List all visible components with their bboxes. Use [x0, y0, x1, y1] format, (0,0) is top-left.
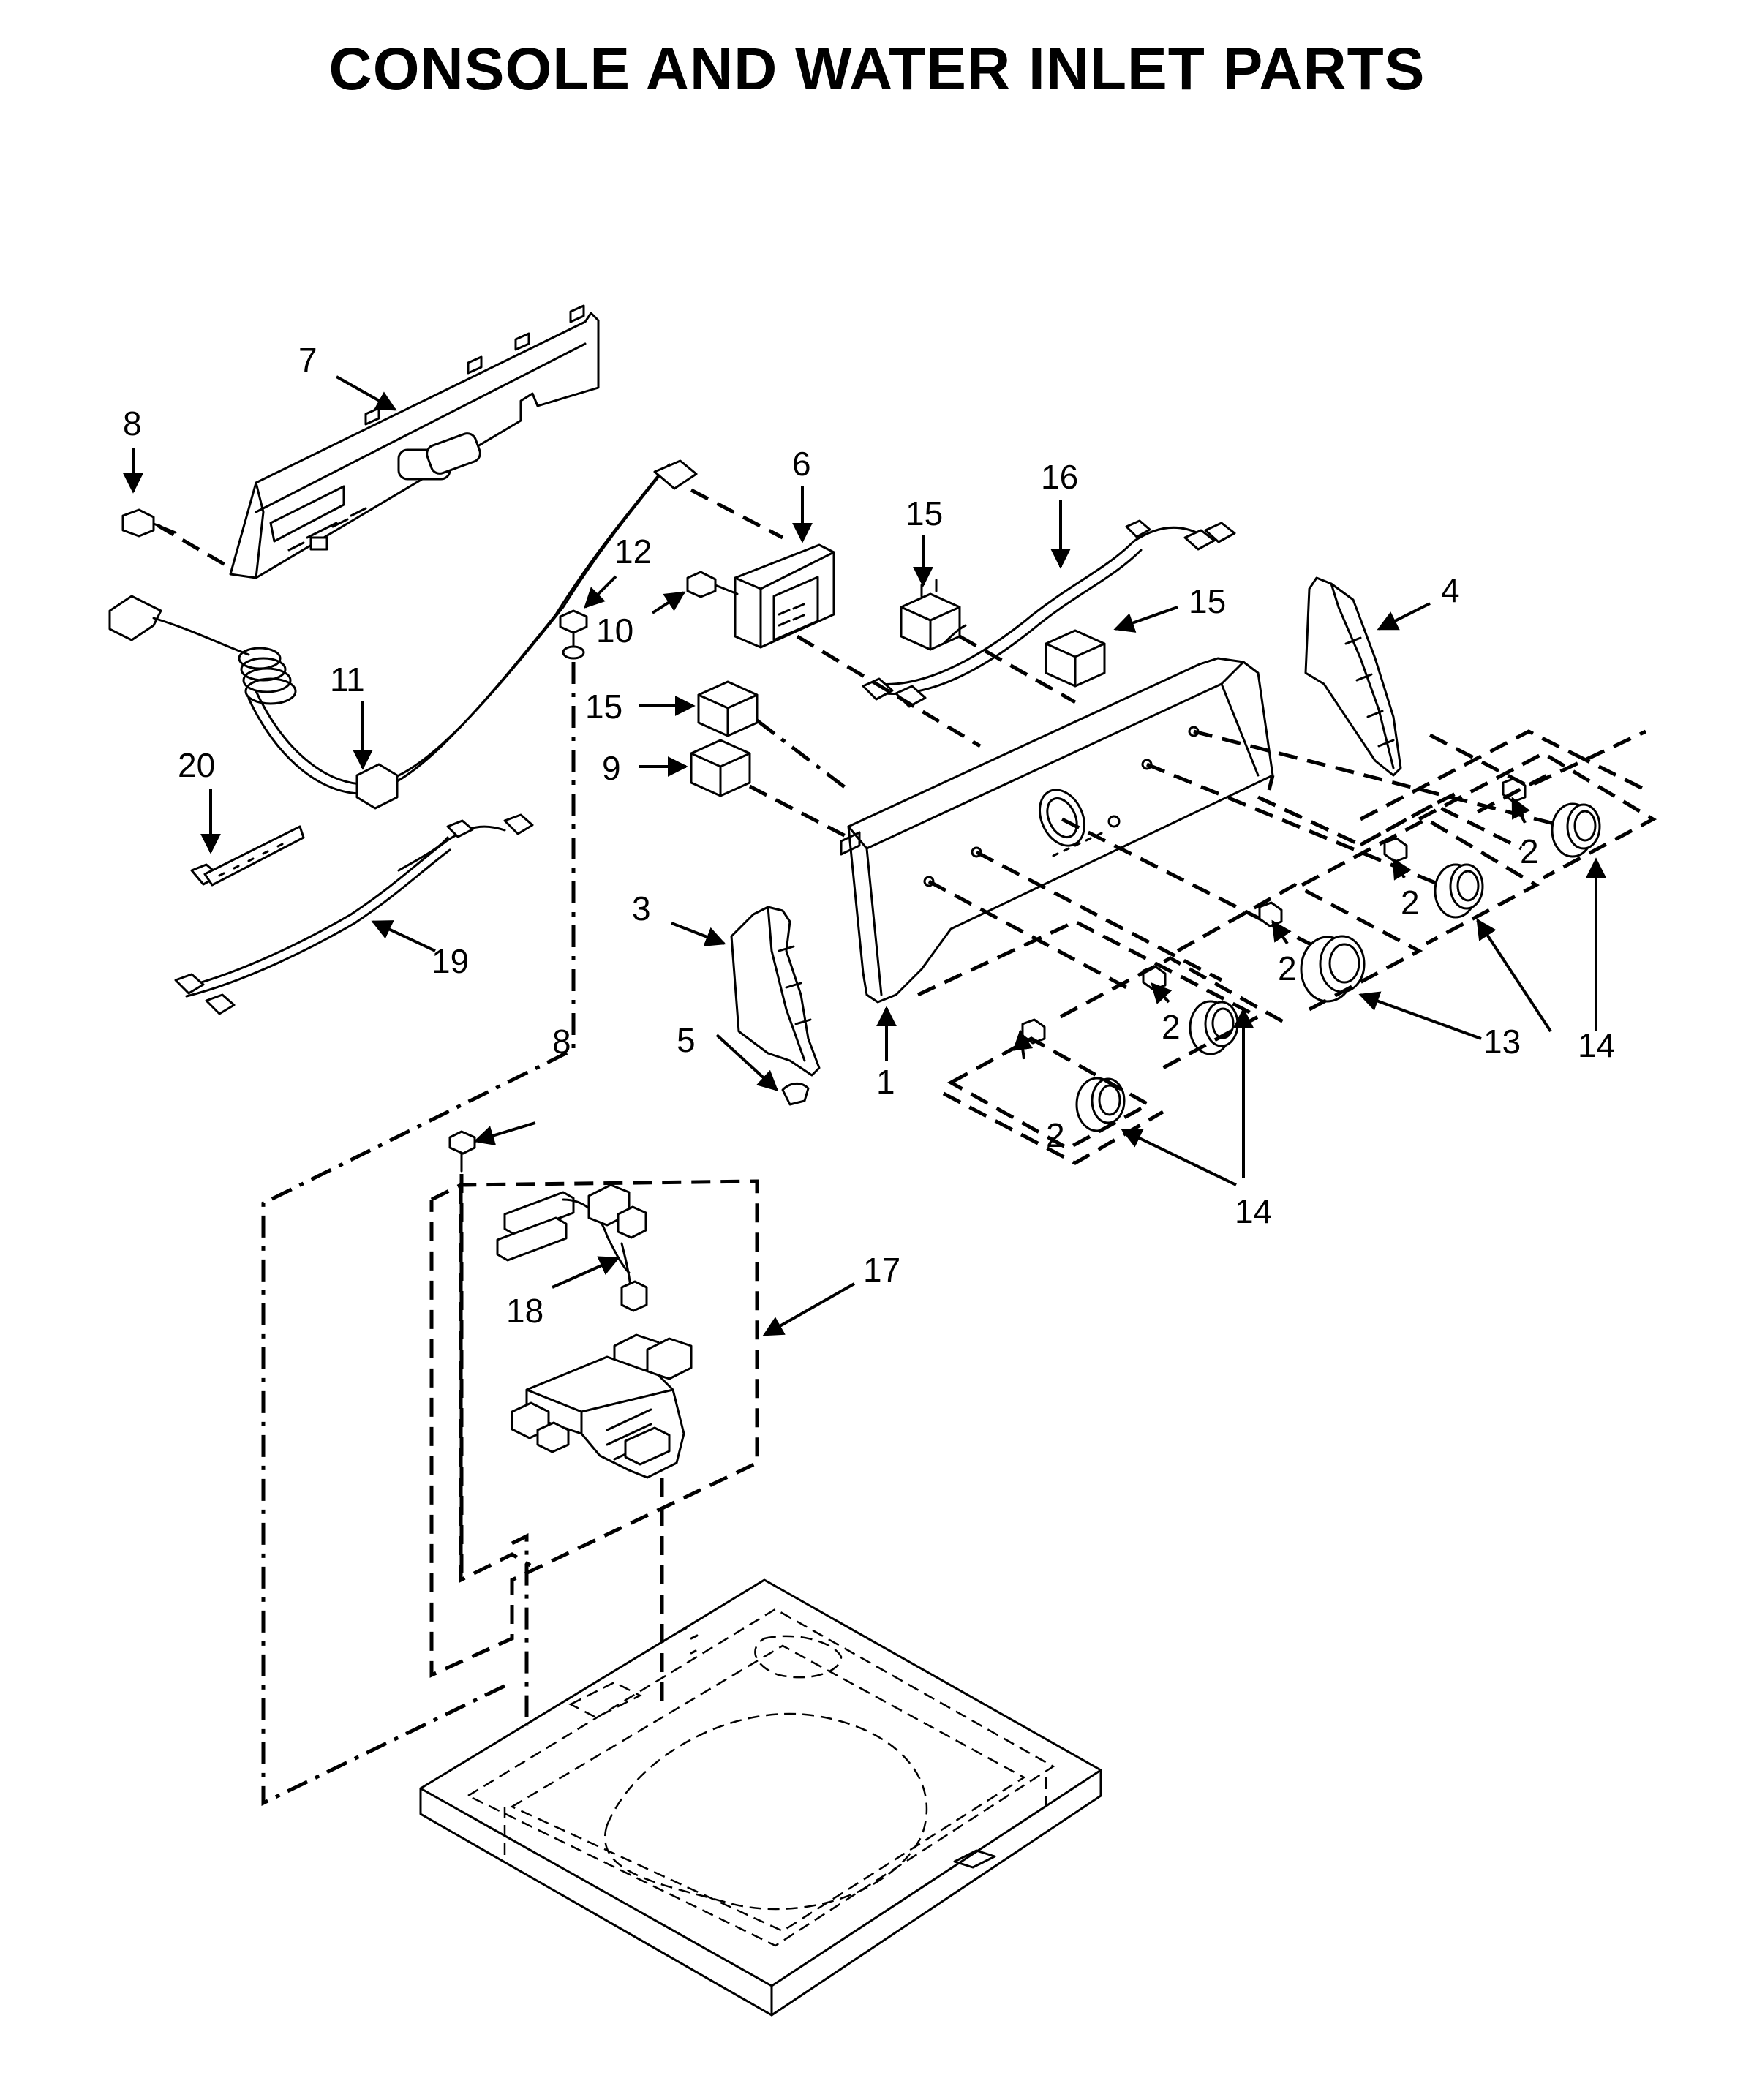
callout-2-a: 2 [1046, 1116, 1065, 1154]
part-19-wire-harness[interactable] [174, 813, 534, 1015]
part-11-power-cord[interactable] [108, 459, 698, 810]
callout-14-lower: 14 [1235, 1192, 1272, 1230]
callout-15-top: 15 [906, 494, 943, 532]
part-3-end-cap[interactable] [730, 906, 821, 1077]
part-8-screw-lower[interactable] [448, 1130, 476, 1173]
callout-13: 13 [1483, 1023, 1521, 1061]
part-10-screw[interactable] [686, 571, 739, 598]
part-14-knob-1[interactable] [1075, 1077, 1126, 1132]
part-14-knob-2[interactable] [1189, 1000, 1239, 1055]
callout-17: 17 [863, 1251, 900, 1289]
callout-9: 9 [602, 749, 621, 787]
callout-2-d: 2 [1401, 884, 1420, 922]
callout-8-lower: 8 [552, 1023, 571, 1061]
callout-16: 16 [1041, 458, 1078, 496]
callout-2-c: 2 [1278, 949, 1297, 987]
callout-10: 10 [596, 611, 633, 650]
callout-19: 19 [432, 942, 469, 980]
part-15-switch-top[interactable] [900, 579, 961, 651]
part-14-knob-3[interactable] [1434, 863, 1484, 919]
part-6-control-board[interactable] [734, 543, 835, 649]
callout-8-upper: 8 [123, 404, 142, 443]
part-16-wire-harness[interactable] [862, 519, 1236, 708]
cabinet-top[interactable] [419, 1578, 1102, 2017]
callout-7: 7 [298, 341, 317, 379]
part-13-knob-large[interactable] [1300, 935, 1366, 1003]
part-17-water-inlet-valve[interactable] [511, 1333, 693, 1479]
callout-14-right: 14 [1578, 1026, 1615, 1064]
part-7-console-bracket[interactable] [229, 304, 600, 579]
part-15-switch-left[interactable] [697, 680, 759, 737]
callout-11: 11 [330, 661, 365, 699]
callout-12: 12 [614, 532, 652, 571]
callout-4: 4 [1441, 571, 1460, 609]
callout-6: 6 [792, 445, 811, 483]
callout-18: 18 [506, 1292, 543, 1330]
callout-15-right: 15 [1189, 582, 1226, 620]
callout-1: 1 [876, 1063, 895, 1101]
part-2-insert-4[interactable] [1383, 837, 1408, 863]
part-5-clip[interactable] [781, 1083, 810, 1106]
callout-3: 3 [632, 889, 651, 927]
callout-5: 5 [677, 1021, 696, 1059]
callout-2-e: 2 [1520, 832, 1539, 870]
callout-2-b: 2 [1162, 1008, 1181, 1046]
callout-20: 20 [178, 746, 215, 784]
part-2-insert-3[interactable] [1258, 901, 1283, 927]
page-title: CONSOLE AND WATER INLET PARTS [328, 36, 1426, 102]
part-15-switch-right[interactable] [1045, 629, 1106, 688]
part-1-console-panel[interactable] [840, 657, 1274, 1004]
part-20-cable-tie[interactable] [190, 825, 305, 887]
part-18-water-valve-harness[interactable] [496, 1183, 648, 1312]
part-14-knob-4[interactable] [1551, 802, 1601, 858]
part-4-end-cap[interactable] [1304, 576, 1402, 777]
callout-15-left: 15 [585, 688, 622, 726]
part-9-switch[interactable] [690, 739, 751, 797]
part-12-screw[interactable] [559, 609, 588, 660]
